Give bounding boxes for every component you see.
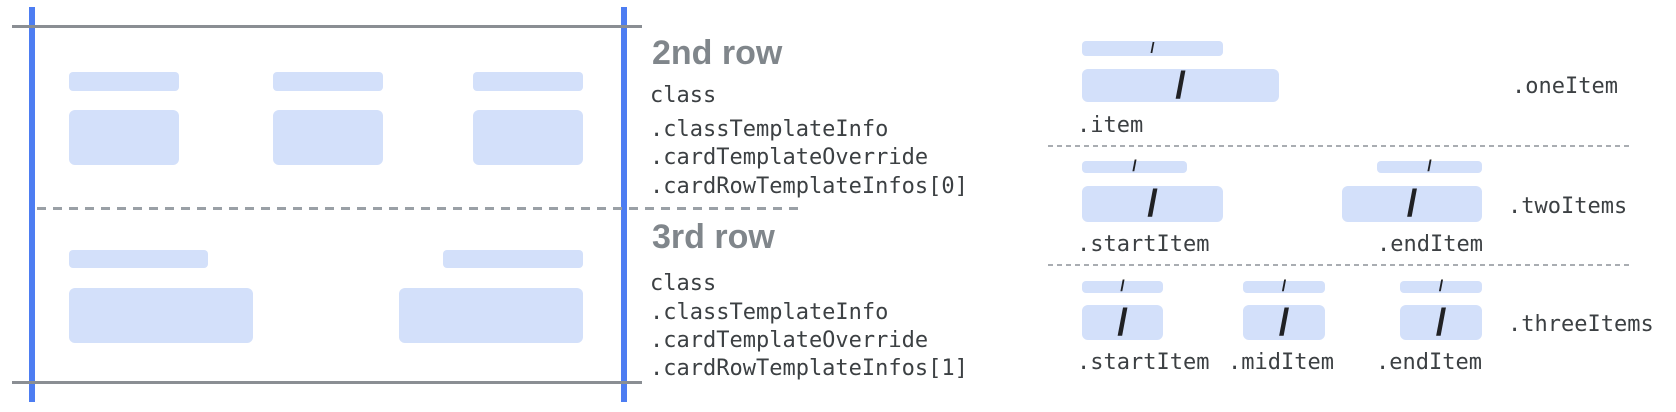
row3-code-line: .classTemplateInfo [650,300,889,325]
item-label-bar: / [1082,41,1223,56]
row-divider-dashed-line [37,207,800,210]
row2-col2-label-bar [273,72,383,91]
template-name-label: .oneItem [1512,74,1618,99]
card-bottom-boundary-line [12,381,642,384]
slash-glyph: / [1406,183,1418,225]
template-divider-dotted-line [1048,145,1630,147]
slash-glyph: / [1117,301,1128,344]
item-field-label: .startItem [1077,232,1210,257]
end-item-label-bar: / [1400,278,1482,295]
row3-heading: 3rd row [652,218,775,256]
slash-glyph: / [1438,278,1444,295]
row3-col1-content-block [69,288,253,343]
row3-col2-label-bar [443,250,583,268]
slash-glyph: / [1132,158,1137,175]
slash-glyph: / [1435,301,1447,344]
row3-code-line: .cardTemplateOverride [650,328,929,353]
slash-glyph: / [1175,64,1186,107]
end-item-value-bar: / [1342,183,1482,225]
row2-col3-content-block [473,110,583,165]
start-item-label-bar: / [1082,278,1163,295]
row2-col1-label-bar [69,72,179,91]
item-value-bar: / [1082,64,1279,107]
start-item-label-bar: / [1082,158,1187,175]
template-divider-dotted-line [1048,264,1630,266]
row2-col2-content-block [273,110,383,165]
row3-code-line: .cardRowTemplateInfos[1] [650,356,968,381]
item-field-label: .endItem [1377,232,1483,257]
start-item-value-bar: / [1082,301,1163,344]
card-right-edge-line [621,7,627,402]
item-field-label: .item [1077,113,1144,138]
mid-item-label-bar: / [1243,278,1325,295]
template-name-label: .twoItems [1508,194,1628,219]
slash-glyph: / [1147,183,1158,225]
end-item-label-bar: / [1377,158,1482,175]
card-top-boundary-line [12,25,642,28]
card-left-edge-line [29,7,35,402]
item-field-label: .startItem [1077,350,1210,375]
item-field-label: .midItem [1228,350,1334,375]
slash-glyph: / [1150,40,1155,57]
template-name-label: .threeItems [1508,312,1654,337]
slash-glyph: / [1427,158,1432,175]
row3-col2-content-block [399,288,583,343]
row2-col3-label-bar [473,72,583,91]
row2-col1-content-block [69,110,179,165]
slash-glyph: / [1281,278,1287,295]
slash-glyph: / [1120,278,1125,295]
end-item-value-bar: / [1400,301,1482,344]
row2-code-line: class [650,83,717,108]
row2-code-line: .classTemplateInfo [650,117,889,142]
row2-heading: 2nd row [652,34,783,72]
start-item-value-bar: / [1082,183,1223,225]
item-field-label: .endItem [1376,350,1482,375]
row2-code-line: .cardTemplateOverride [650,145,929,170]
row3-code-line: class [650,271,717,296]
row3-col1-label-bar [69,250,208,268]
slash-glyph: / [1278,301,1290,344]
row2-code-line: .cardRowTemplateInfos[0] [650,174,968,199]
mid-item-value-bar: / [1243,301,1325,344]
